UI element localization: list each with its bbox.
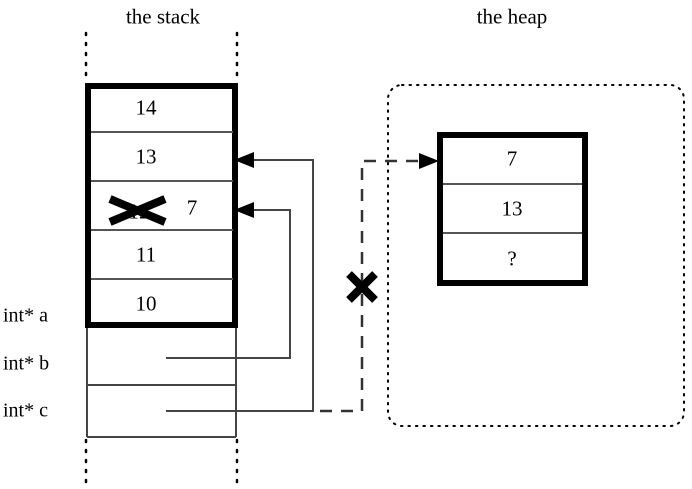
stack-cell-value-4: 10 — [135, 291, 157, 316]
stack-cell-value-1: 13 — [135, 144, 157, 169]
stack-cell-value-3: 11 — [135, 242, 157, 267]
heap-cell-value-2: ? — [507, 246, 517, 271]
stack-cell-value-0: 14 — [135, 95, 157, 120]
pointer-b-arrowhead — [234, 202, 254, 218]
heap-block-frame — [437, 132, 588, 286]
heap-region-boundary — [387, 84, 685, 427]
broken-link-x-mark — [346, 271, 378, 303]
heap-region-heading: the heap — [476, 4, 548, 29]
stack-cell-value-2-replacement: 7 — [186, 195, 198, 220]
pointer-c-to-stack-connector — [166, 159, 314, 412]
pointer-row-label-c: int* c — [3, 399, 48, 422]
dangling-pointer-arrowhead — [419, 153, 439, 169]
pointer-c-arrowhead — [234, 152, 254, 168]
heap-cell-value-1: 13 — [501, 196, 523, 221]
stack-frame — [85, 83, 238, 328]
pointer-row-label-b: int* b — [3, 352, 50, 375]
dangling-pointer-dashed-connector — [320, 159, 425, 413]
pointer-b-to-stack-connector — [166, 209, 291, 359]
strikeout-x-mark-over-old-value — [108, 195, 167, 226]
pointer-row-label-a: int* a — [3, 304, 48, 327]
heap-cell-value-0: 7 — [506, 146, 518, 171]
stack-region-heading: the stack — [125, 4, 201, 29]
stack-cell-value-2-old: 12 — [128, 199, 150, 224]
